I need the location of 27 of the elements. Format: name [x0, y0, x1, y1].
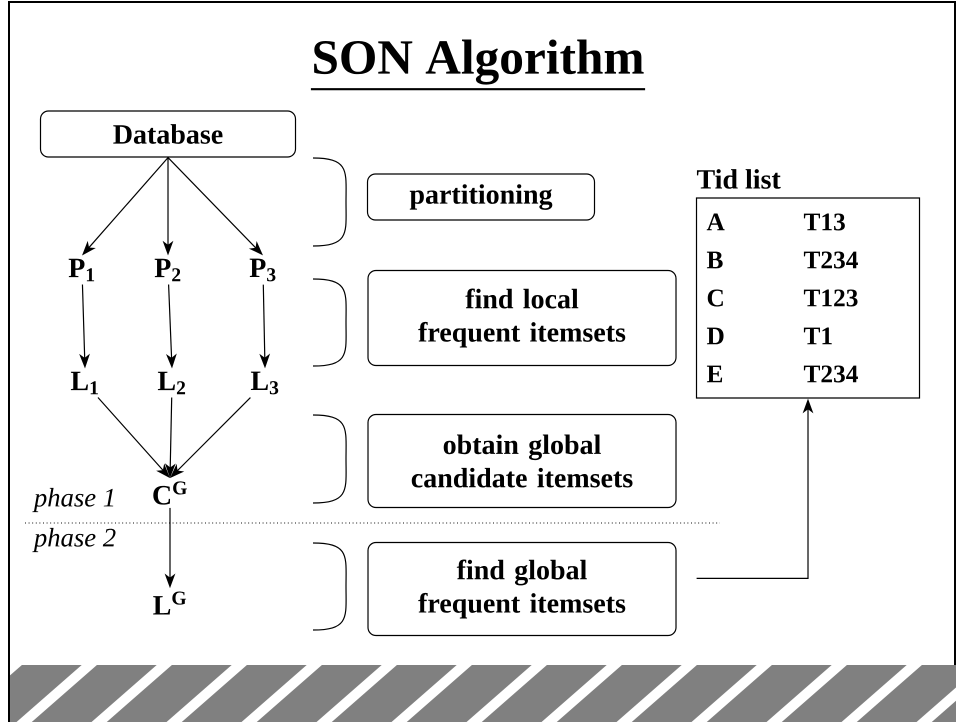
- set-label: P$_{2}$: [154, 258, 180, 282]
- table-cell: E: [706, 366, 722, 382]
- process-box: partitioning: [366, 173, 596, 221]
- table-cell: T234: [804, 252, 858, 269]
- table-cell: C: [708, 290, 723, 307]
- set-label: L$_{2}$: [158, 372, 186, 394]
- process-box: obtain global candidate itemsets: [367, 414, 677, 508]
- table-cell: A: [706, 214, 725, 230]
- table-cell: T234: [804, 366, 858, 383]
- phase-label: phase 2: [32, 528, 116, 552]
- table-cell: T123: [804, 290, 858, 307]
- set-label: P$_{3}$: [250, 258, 276, 282]
- phase-label: phase 1: [32, 488, 114, 512]
- table-cell: T13: [804, 214, 845, 231]
- title: SON Algorithm: [310, 39, 646, 90]
- set-label: C$^{G}$: [153, 481, 187, 505]
- table-cell: T1: [804, 328, 832, 344]
- process-box: find global frequent itemsets: [367, 542, 677, 636]
- set-label: L$_{3}$: [250, 372, 278, 394]
- process-box: Database: [40, 110, 296, 158]
- table-cell: B: [706, 252, 723, 268]
- table-heading: Tid list: [696, 169, 781, 189]
- set-label: L$_{1}$: [70, 372, 98, 394]
- set-label: L$^{G}$: [153, 592, 186, 615]
- table-cell: D: [706, 328, 724, 344]
- set-label: P$_{1}$: [68, 258, 94, 282]
- process-box: find local frequent itemsets: [367, 270, 677, 366]
